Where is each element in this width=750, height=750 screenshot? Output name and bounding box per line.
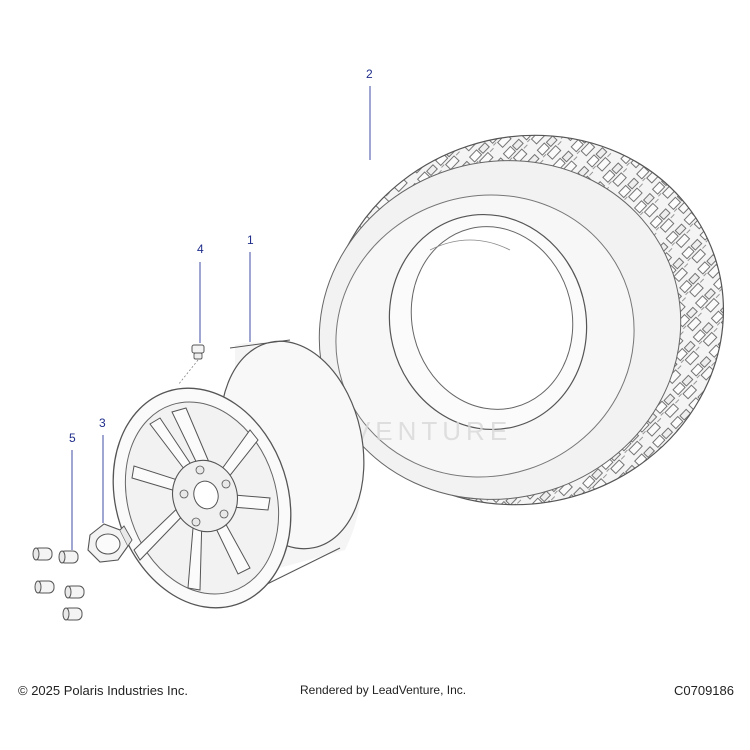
callout-4: 4 (197, 242, 204, 343)
lug-nut (34, 580, 55, 594)
callout-2: 2 (366, 67, 373, 160)
rendered-by-text: Rendered by LeadVenture, Inc. (300, 683, 467, 697)
lug-nut (64, 585, 85, 599)
callout-5: 5 (69, 431, 76, 550)
callout-label-wheel: 1 (247, 233, 254, 247)
lug-nut (62, 607, 83, 621)
tire (318, 134, 725, 506)
lug-nuts (32, 547, 85, 621)
center-cap (87, 523, 133, 563)
lug-nut (32, 547, 53, 561)
valve-stem (177, 344, 205, 386)
lug-nut (58, 550, 79, 564)
wheel (112, 339, 365, 609)
copyright-text: © 2025 Polaris Industries Inc. (18, 683, 188, 698)
callout-label-valve-stem: 4 (197, 242, 204, 256)
diagram-code: C0709186 (674, 683, 734, 698)
callout-label-center-cap: 3 (99, 416, 106, 430)
callout-1: 1 (247, 233, 254, 342)
callout-label-tire: 2 (366, 67, 373, 81)
callout-label-lug-nut: 5 (69, 431, 76, 445)
callout-3: 3 (99, 416, 106, 523)
